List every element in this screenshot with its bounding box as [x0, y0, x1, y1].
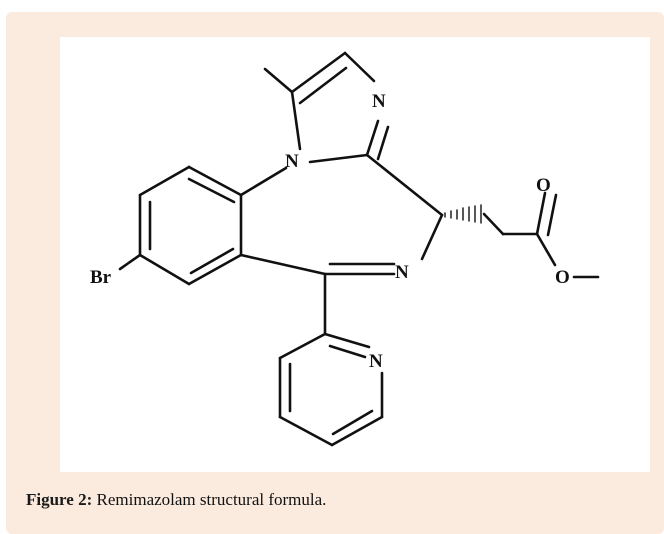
figure-image: N N N N O O Br	[60, 37, 650, 472]
bond	[239, 253, 327, 276]
bond	[290, 51, 347, 94]
bond	[278, 415, 334, 447]
bond-double	[376, 125, 390, 161]
bond	[263, 67, 294, 94]
bond-double	[298, 66, 348, 105]
bond	[482, 212, 505, 236]
caption-label: Figure 2:	[26, 490, 93, 509]
figure-caption: Figure 2: Remimazolam structural formula…	[26, 490, 326, 510]
bond	[323, 332, 371, 349]
bond	[535, 232, 557, 267]
bond	[138, 253, 191, 286]
bond	[187, 165, 243, 197]
caption-text: Remimazolam structural formula.	[92, 490, 327, 509]
bond	[365, 119, 380, 157]
bond	[420, 213, 444, 261]
bond	[187, 253, 243, 286]
bond-double	[187, 177, 236, 204]
bond-double	[331, 409, 374, 436]
atom-label-n: N	[369, 351, 383, 372]
bond	[343, 51, 376, 83]
bond-double	[189, 247, 235, 275]
bond	[308, 153, 369, 164]
atom-label-o: O	[555, 267, 570, 288]
bond	[118, 253, 142, 271]
atom-label-n: N	[395, 262, 409, 283]
atom-label-n: N	[372, 91, 386, 112]
bond-double	[546, 193, 558, 237]
bond	[278, 332, 327, 360]
remimazolam-structure: N N N N O O Br	[90, 51, 600, 447]
atom-label-o: O	[536, 175, 551, 196]
bond	[330, 415, 384, 447]
bond	[365, 153, 444, 217]
bond	[239, 166, 288, 197]
bond	[290, 90, 302, 151]
figure-container: N N N N O O Br Figure 2: Remimazolam str…	[6, 12, 664, 534]
bond-double	[328, 344, 367, 359]
bond	[138, 165, 191, 197]
bond	[535, 191, 547, 236]
atom-label-n: N	[285, 151, 299, 172]
atom-label-br: Br	[90, 267, 112, 288]
hashed-wedge	[444, 204, 482, 224]
